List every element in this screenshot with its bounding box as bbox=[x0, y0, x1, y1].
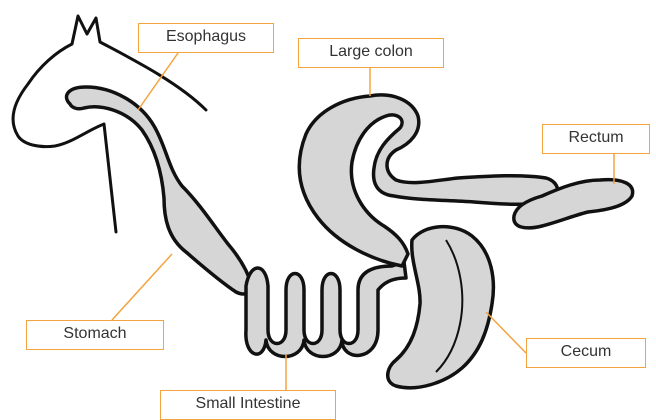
small-intestine-shape bbox=[246, 262, 406, 357]
stomach-leader-line bbox=[112, 254, 172, 320]
stomach-label: Stomach bbox=[26, 320, 164, 350]
esophagus-label: Esophagus bbox=[138, 23, 274, 53]
esophagus-stomach-shape bbox=[67, 87, 252, 294]
rectum-label: Rectum bbox=[542, 124, 650, 154]
large-colon-label: Large colon bbox=[298, 38, 444, 68]
cecum-leader-line bbox=[486, 312, 526, 353]
small-intestine-label: Small Intestine bbox=[160, 390, 336, 420]
cecum-label: Cecum bbox=[526, 338, 646, 368]
